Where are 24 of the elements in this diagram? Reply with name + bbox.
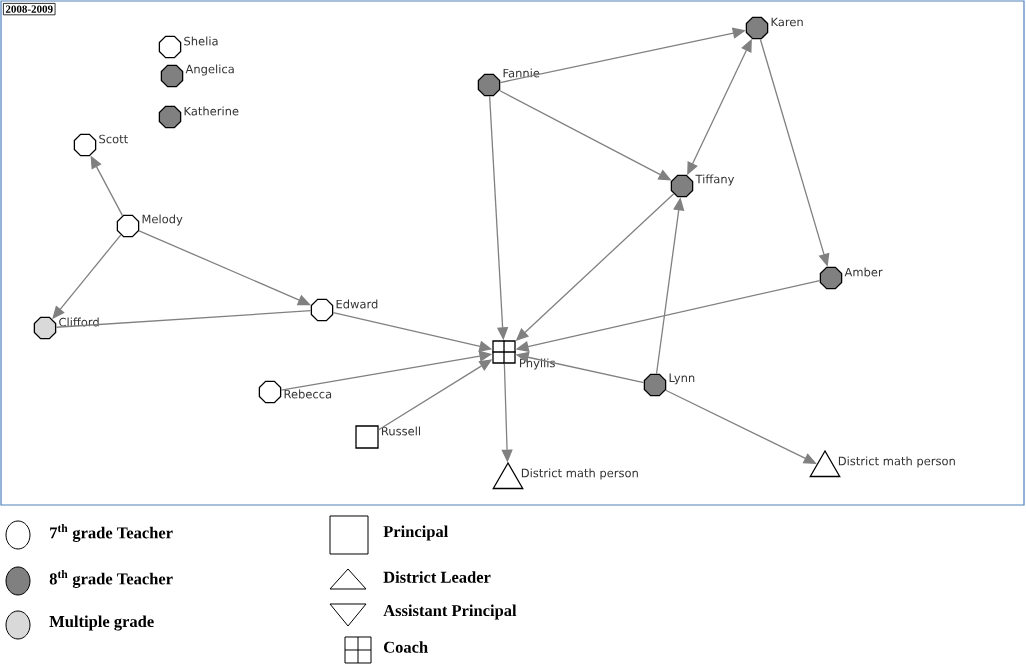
node-label: Karen (771, 17, 803, 27)
legend-label: District Leader (383, 571, 491, 583)
year-label: 2008-2009 (3, 3, 56, 16)
node-label: Amber (844, 267, 883, 277)
node-label: Russell (382, 426, 420, 436)
node-label: Shelia (184, 36, 218, 46)
legend-label: Coach (384, 641, 428, 653)
node-label: Scott (99, 134, 128, 144)
legend-label: 7$^{th}$ grade Teacher (50, 524, 173, 542)
legend-label: 8$^{th}$ grade Teacher (49, 570, 173, 588)
legend-label: Assistant Principal (383, 604, 517, 620)
node-label: Angelica (185, 64, 234, 76)
node-label: Lynn (669, 373, 695, 385)
node-label: District math person (838, 456, 955, 468)
legend-label: Principal (383, 525, 448, 541)
node-label: Phyllis (520, 358, 555, 370)
node-label: Edward (336, 299, 378, 309)
node-label: Katherine (184, 106, 239, 116)
node-label: District math person (521, 468, 638, 480)
node-label: Tiffany (695, 174, 735, 186)
node-label: Rebecca (284, 389, 332, 399)
node-label: Melody (142, 214, 183, 226)
node-label: Fannie (503, 68, 540, 78)
legend-label: Multiple grade (49, 615, 154, 631)
